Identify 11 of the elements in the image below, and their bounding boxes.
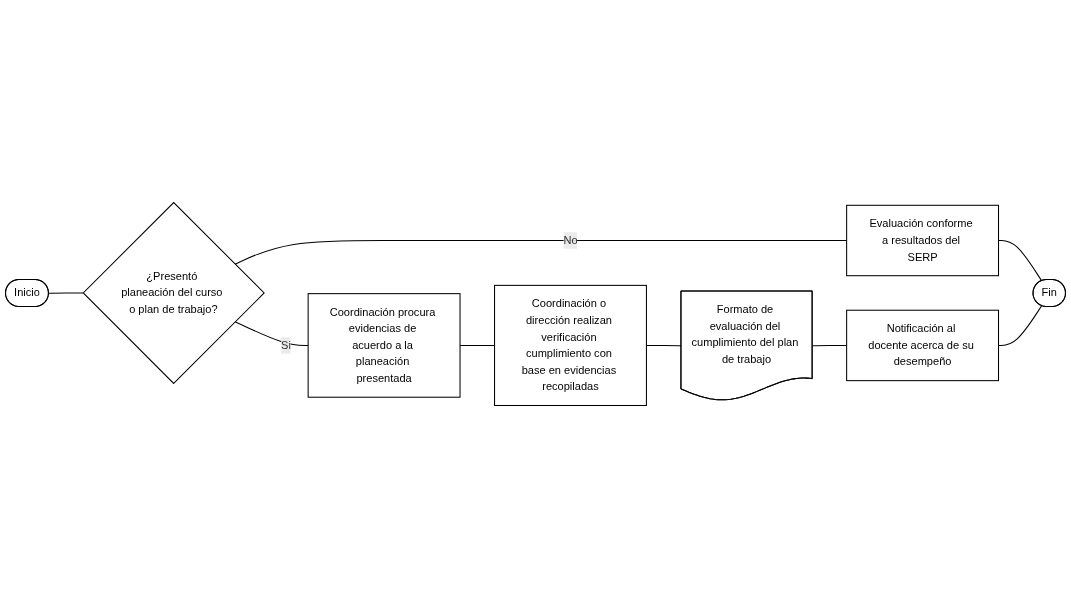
connector [48,292,84,294]
connector [234,321,309,346]
node-box: Coordinación procura evidencias de acuerdo a la planeación presentada [307,293,461,398]
node-diamond: ¿Presentó planeación del curso o plan de trabajo? [82,201,265,385]
node-box: Notificación al docente acerca de su desempeño [846,309,1000,382]
connector [998,239,1043,282]
connector [998,305,1043,346]
edge-label: Si [281,339,291,351]
node-box: Coordinación o dirección realizan verificación cumplimiento con base en evidencias recopiladas [494,284,647,406]
edge-label: No [563,234,578,246]
node-box: Evaluación conforme a resultados del SERP [846,204,1000,277]
